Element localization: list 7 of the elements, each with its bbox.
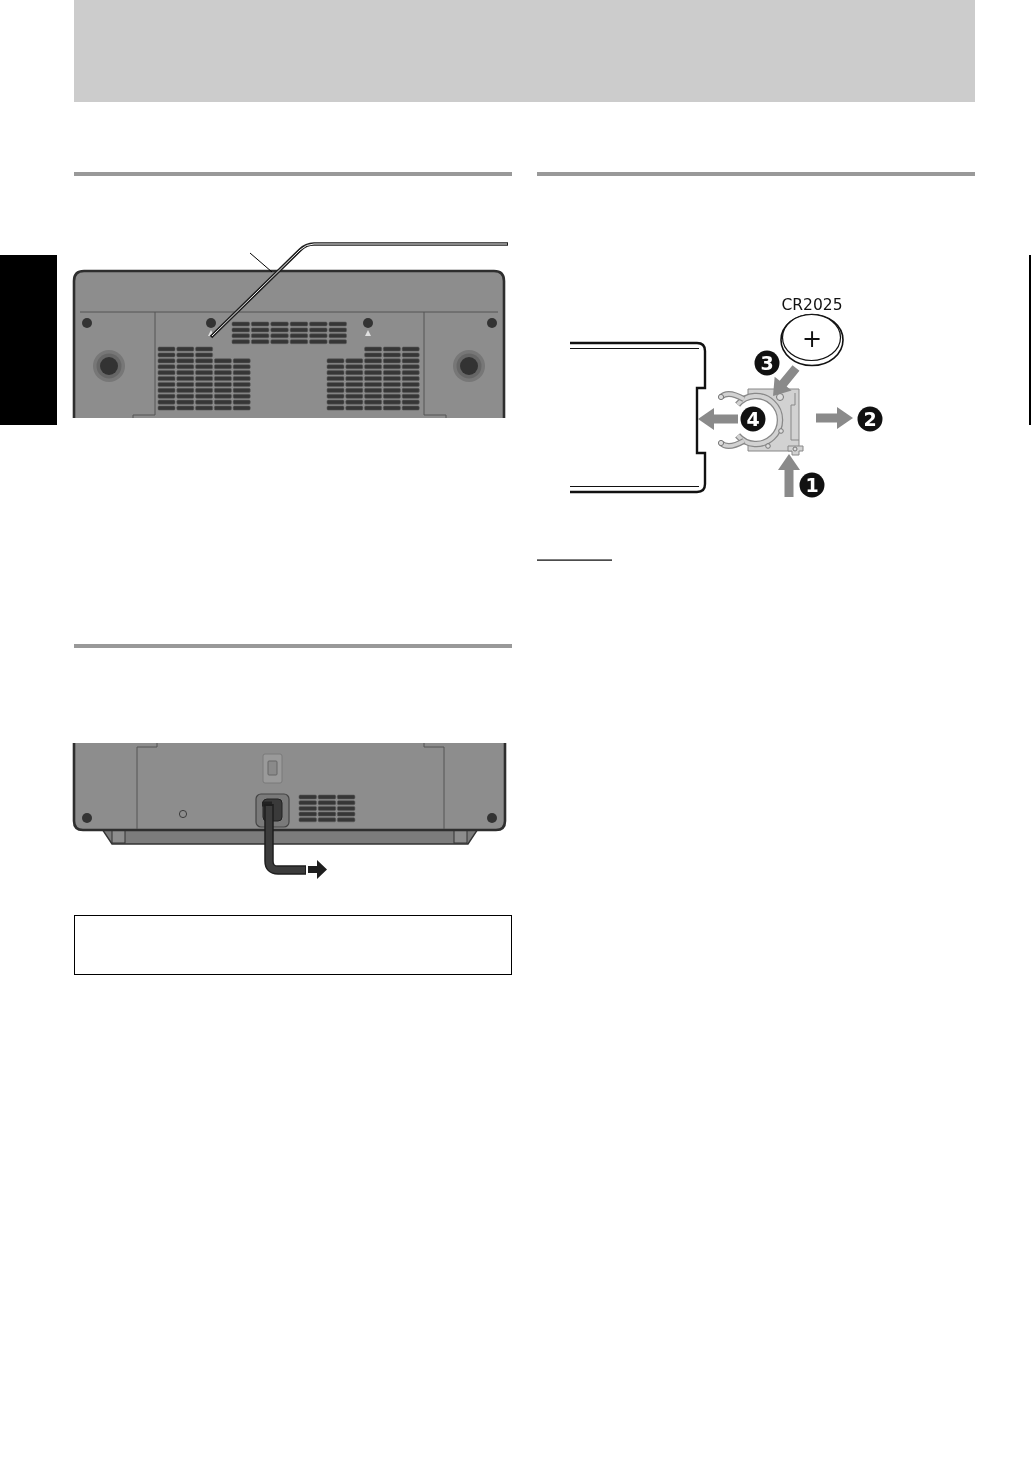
coin-battery <box>780 311 844 366</box>
callout-number: 2 <box>857 406 883 432</box>
callout-number: 1 <box>799 472 825 498</box>
battery-model-label: CR2025 <box>781 297 843 315</box>
side-tab <box>0 255 57 425</box>
callout-number: 3 <box>754 350 780 376</box>
plus-sign: + <box>801 326 823 350</box>
